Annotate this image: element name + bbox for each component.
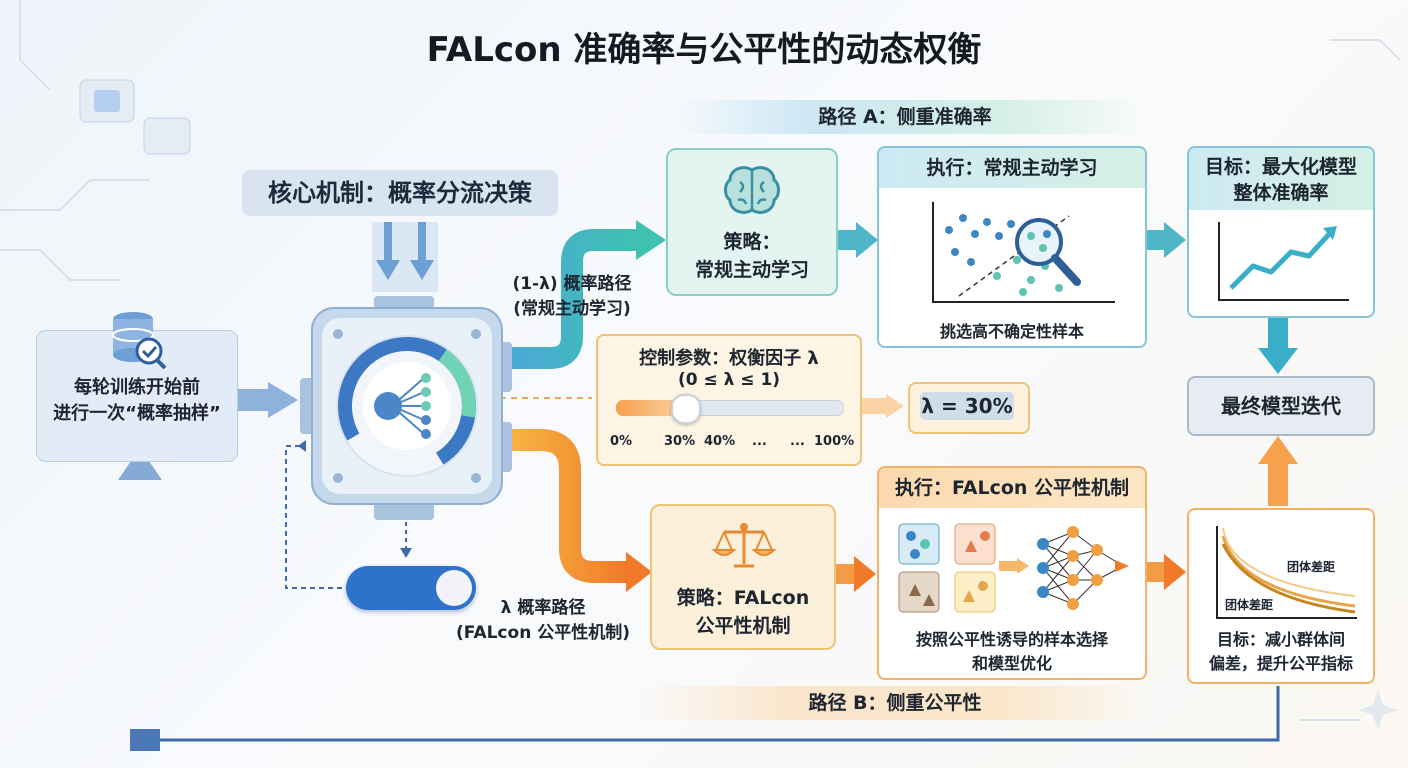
goal-a-line-1: 目标：最大化模型 — [1204, 156, 1357, 178]
execute-b-title: 执行：FALcon 公平性机制 — [879, 468, 1145, 508]
control-title: 控制参数：权衡因子 λ — [639, 348, 819, 369]
lambda-slider-fill — [616, 400, 684, 416]
sparkle-icon — [1358, 690, 1398, 730]
fair-sampling-network-illustration — [898, 523, 1129, 613]
slider-tick: ... — [752, 434, 767, 449]
strategy-a-line-2: 常规主动学习 — [694, 259, 809, 281]
execute-b-caption-1: 按照公平性诱导的样本选择 — [915, 630, 1108, 649]
circuit-decoration — [0, 0, 1401, 721]
gap-label-bottom: 团体差距 — [1225, 598, 1274, 612]
slider-tick: 40% — [704, 434, 736, 449]
final-model-iteration: 最终模型迭代 — [1187, 376, 1375, 436]
uncertainty-scatter-illustration — [932, 202, 1115, 303]
start-line-2: 进行一次“概率抽样” — [53, 403, 221, 424]
execute-a-caption: 挑选高不确定性样本 — [939, 322, 1084, 341]
slider-tick: 0% — [610, 434, 633, 449]
goal-a-line-2: 整体准确率 — [1233, 182, 1329, 204]
path-toggle-switch[interactable] — [346, 566, 476, 610]
start-line-1: 每轮训练开始前 — [74, 377, 200, 398]
lambda-slider-knob[interactable] — [670, 394, 701, 424]
database-search-icon — [112, 312, 167, 370]
execute-a-title: 执行：常规主动学习 — [879, 148, 1145, 188]
path-a-band: 路径 A：侧重准确率 — [670, 100, 1140, 134]
strategy-b-line-1: 策略：FALcon — [676, 587, 810, 609]
strategy-a-box: 策略： 常规主动学习 — [666, 148, 838, 296]
lambda-value-text: λ = 30% — [920, 392, 1014, 420]
page-title: FALcon 准确率与公平性的动态权衡 — [426, 30, 982, 70]
balance-scale-icon — [712, 523, 776, 568]
chip-decoration — [79, 79, 191, 155]
path-b-probability-label: λ 概率路径 (FALcon 公平性机制) — [456, 598, 630, 643]
decision-hub — [300, 296, 512, 520]
strategy-a-line-1: 策略： — [723, 231, 781, 253]
slider-tick: 30% — [664, 434, 696, 449]
brain-icon — [724, 166, 780, 214]
goal-b-line-2: 偏差，提升公平指标 — [1208, 654, 1353, 673]
control-parameter-panel: 控制参数：权衡因子 λ (0 ≤ λ ≤ 1) 0% 30% 40% ... .… — [596, 334, 862, 466]
slider-tick: 100% — [814, 434, 855, 449]
goal-b-line-1: 目标：减小群体间 — [1216, 630, 1345, 649]
toggle-knob[interactable] — [436, 570, 472, 606]
group-gap-chart-icon — [1216, 526, 1357, 619]
accuracy-growth-chart-icon — [1218, 222, 1349, 301]
control-range: (0 ≤ λ ≤ 1) — [677, 370, 781, 390]
path-a-probability-label: (1-λ) 概率路径 (常规主动学习) — [512, 274, 632, 319]
execute-b-caption-2: 和模型优化 — [971, 654, 1052, 673]
goal-b-panel: 团体差距 团体差距 目标：减小群体间 偏差，提升公平指标 — [1187, 508, 1375, 684]
path-b-band: 路径 B：侧重公平性 — [640, 686, 1150, 720]
execute-a-panel: 执行：常规主动学习 挑选高不确定性样本 — [877, 146, 1147, 348]
lambda-value-display: λ = 30% — [908, 382, 1030, 434]
core-mechanism-label: 核心机制：概率分流决策 — [242, 170, 558, 216]
strategy-b-box: 策略：FALcon 公平性机制 — [650, 504, 836, 650]
execute-b-panel: 执行：FALcon 公平性机制 按照公平性诱导的样本选择 和模型优化 — [877, 466, 1147, 680]
start-box: 每轮训练开始前 进行一次“概率抽样” — [36, 312, 238, 462]
strategy-b-line-2: 公平性机制 — [695, 615, 791, 637]
goal-a-panel: 目标：最大化模型 整体准确率 — [1187, 146, 1375, 318]
slider-tick: ... — [790, 434, 805, 449]
gap-label-top: 团体差距 — [1287, 560, 1336, 574]
